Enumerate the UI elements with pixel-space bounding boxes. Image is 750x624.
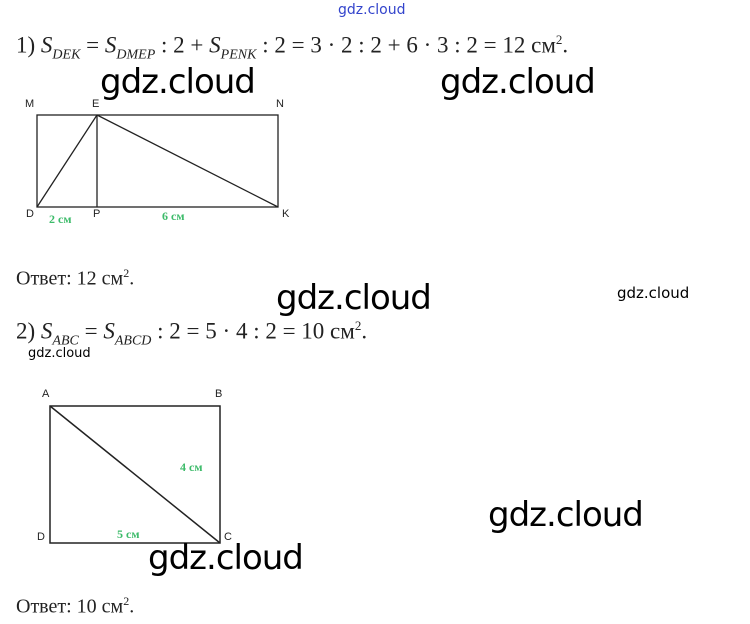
watermark: gdz.cloud: [276, 278, 432, 318]
vertex-P: P: [93, 208, 101, 220]
vertex-B: B: [215, 388, 223, 400]
figure2-shape: [49, 405, 221, 544]
vertex-C: C: [224, 531, 232, 543]
vertex-D: D: [26, 208, 34, 220]
watermark: gdz.cloud: [28, 346, 91, 361]
length-bc: 4 см: [180, 460, 203, 474]
task1-formula: 1) SDEK = SDMEP : 2 + SPENK : 2 = 3 · 2 …: [16, 32, 569, 63]
task1-answer: Ответ: 12 см2.: [16, 266, 135, 290]
watermark: gdz.cloud: [148, 538, 304, 578]
vertex-M: M: [25, 98, 35, 110]
figure1-shape: [36, 114, 279, 208]
vertex-D: D: [37, 531, 45, 543]
watermark: gdz.cloud: [488, 495, 644, 535]
task2-answer: Ответ: 10 см2.: [16, 594, 135, 618]
watermark: gdz.cloud: [440, 62, 596, 102]
vertex-E: E: [92, 98, 100, 110]
vertex-N: N: [276, 98, 284, 110]
vertex-A: A: [42, 388, 50, 400]
task2-formula: 2) SABC = SABCD : 2 = 5 · 4 : 2 = 10 см2…: [16, 318, 368, 349]
watermark-top: gdz.cloud: [338, 2, 406, 18]
length-pk: 6 см: [162, 209, 185, 223]
length-dp: 2 см: [49, 212, 72, 226]
length-dc: 5 см: [117, 527, 140, 541]
vertex-K: K: [282, 208, 290, 220]
watermark: gdz.cloud: [100, 62, 256, 102]
watermark: gdz.cloud: [617, 284, 690, 302]
